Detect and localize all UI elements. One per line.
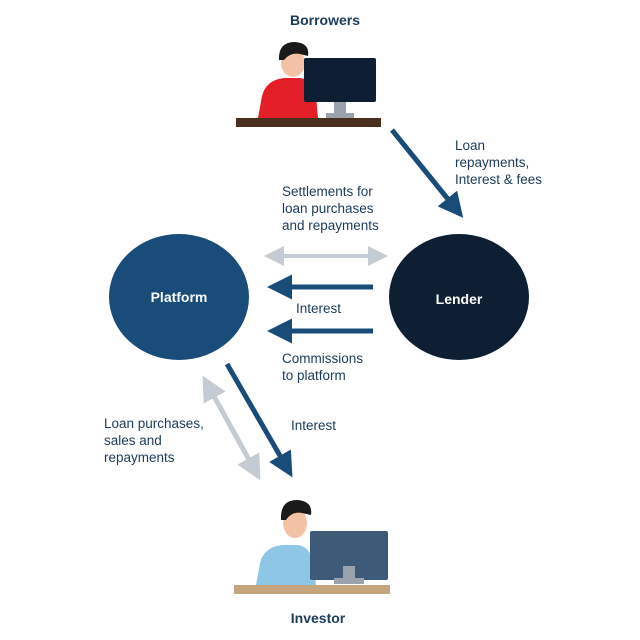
investor-figure [234, 500, 390, 594]
borrower-monitor-icon [304, 58, 376, 102]
label-loan-repayments: Loan repayments, Interest & fees [455, 138, 542, 187]
borrower-figure [236, 42, 381, 127]
borrower-monitor-stand [334, 102, 346, 114]
label-commissions: Commissions to platform [282, 351, 367, 383]
investor-monitor-stand [343, 566, 355, 578]
arrow-interest-platform-to-investor [224, 362, 293, 478]
borrower-monitor-base [326, 113, 354, 118]
investor-desk [234, 585, 390, 594]
lender-node [389, 234, 529, 360]
investor-monitor-base [334, 578, 364, 584]
borrower-desk [236, 118, 381, 127]
label-interest-investor: Interest [291, 418, 336, 433]
arrow-loan-purchases-bidirectional [202, 375, 261, 481]
label-settlements: Settlements for loan purchases and repay… [282, 184, 379, 233]
platform-node [109, 234, 249, 360]
platform-label: Platform [151, 289, 208, 305]
investor-title: Investor [291, 610, 346, 626]
investor-hair [280, 500, 312, 520]
investor-shirt [256, 545, 316, 585]
investor-monitor-icon [310, 531, 388, 580]
label-interest-lender: Interest [296, 301, 341, 316]
lender-label: Lender [436, 291, 483, 307]
label-loan-purchases: Loan purchases, sales and repayments [104, 416, 208, 465]
borrower-shirt [258, 78, 318, 118]
borrower-hair [278, 42, 309, 60]
borrowers-title: Borrowers [290, 12, 360, 28]
arrow-borrowers-to-lender [390, 128, 464, 218]
